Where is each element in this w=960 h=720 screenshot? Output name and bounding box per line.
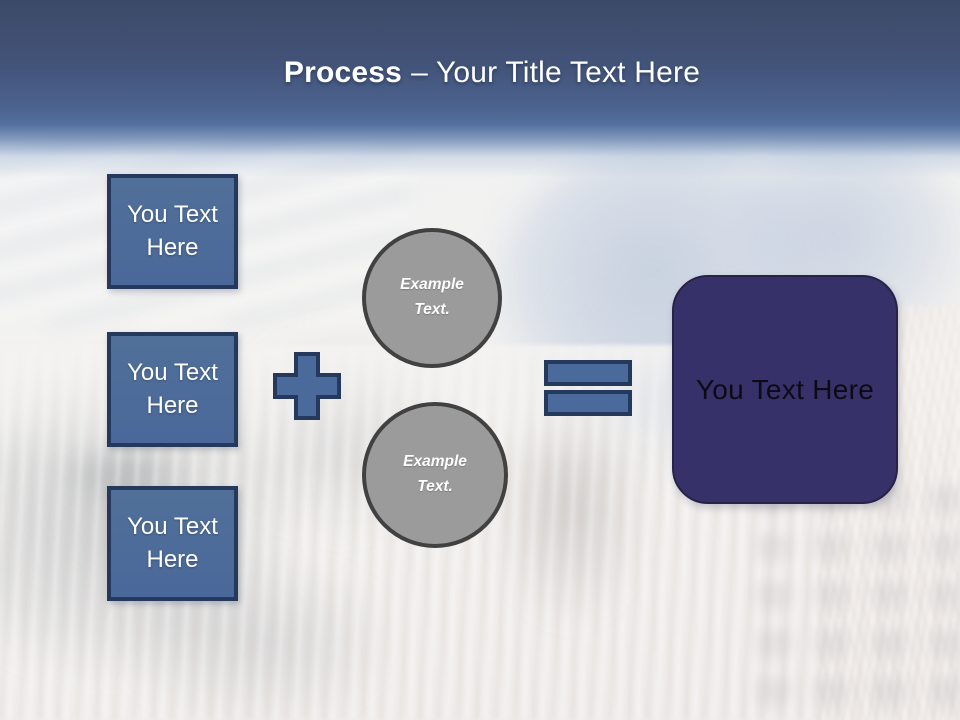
- step-box-3-label: You Text Here: [127, 513, 218, 573]
- result-box[interactable]: You Text Here: [672, 275, 898, 504]
- example-circle-2-label: Example Text.: [403, 453, 467, 495]
- equals-icon: [543, 359, 633, 422]
- background-paper-texture: [755, 485, 960, 720]
- slide-title: Process– Your Title Text Here: [12, 56, 960, 90]
- plus-icon: [272, 351, 342, 426]
- step-box-3[interactable]: You Text Here: [107, 486, 238, 601]
- step-box-2-label: You Text Here: [127, 359, 218, 419]
- step-box-1-label: You Text Here: [127, 201, 218, 261]
- slide-title-rest: – Your Title Text Here: [411, 56, 701, 89]
- example-circle-2[interactable]: Example Text.: [362, 402, 508, 548]
- example-circle-1[interactable]: Example Text.: [362, 228, 502, 368]
- step-box-1[interactable]: You Text Here: [107, 174, 238, 289]
- example-circle-1-label: Example Text.: [400, 276, 464, 318]
- slide-title-emphasis: Process: [283, 56, 403, 89]
- step-box-2[interactable]: You Text Here: [107, 332, 238, 447]
- result-box-label: You Text Here: [695, 373, 875, 405]
- title-band: Process– Your Title Text Here: [0, 0, 960, 178]
